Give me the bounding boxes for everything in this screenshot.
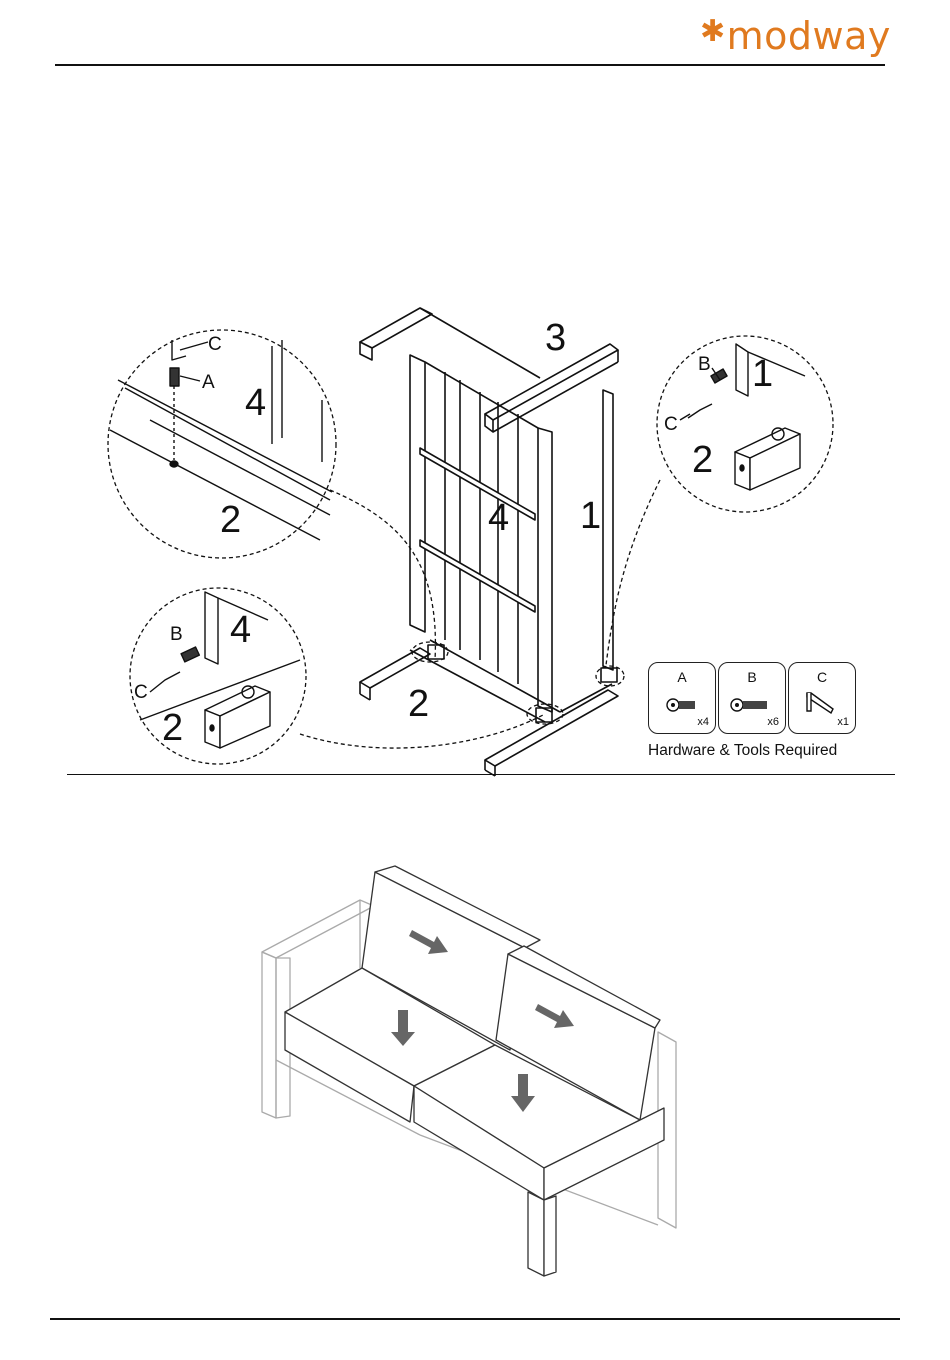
main-frame-drawing xyxy=(360,308,618,776)
hardware-qty: x4 xyxy=(697,716,709,728)
label-detail-tl-c: C xyxy=(208,334,222,355)
label-detail-r-2: 2 xyxy=(692,439,713,481)
hardware-item-a: A x4 xyxy=(648,662,716,734)
label-part-1: 1 xyxy=(580,495,601,537)
label-detail-tl-2: 2 xyxy=(220,499,241,541)
label-detail-r-b: B xyxy=(698,354,711,375)
hardware-item-b: B x6 xyxy=(718,662,786,734)
label-detail-bl-2: 2 xyxy=(162,707,183,749)
hardware-item-c: C x1 xyxy=(788,662,856,734)
hardware-caption: Hardware & Tools Required xyxy=(648,742,863,760)
label-detail-tl-4: 4 xyxy=(245,382,266,424)
label-part-4: 4 xyxy=(488,497,509,539)
label-detail-tl-a: A xyxy=(202,372,215,393)
label-detail-bl-4: 4 xyxy=(230,609,251,651)
hardware-qty: x1 xyxy=(837,716,849,728)
label-part-2: 2 xyxy=(408,683,429,725)
sofa-drawing xyxy=(262,866,676,1276)
label-detail-r-c: C xyxy=(664,414,678,435)
hardware-qty: x6 xyxy=(767,716,779,728)
label-detail-bl-b: B xyxy=(170,624,183,645)
label-detail-bl-c: C xyxy=(134,682,148,703)
label-detail-r-1: 1 xyxy=(752,353,773,395)
label-part-3: 3 xyxy=(545,317,566,359)
